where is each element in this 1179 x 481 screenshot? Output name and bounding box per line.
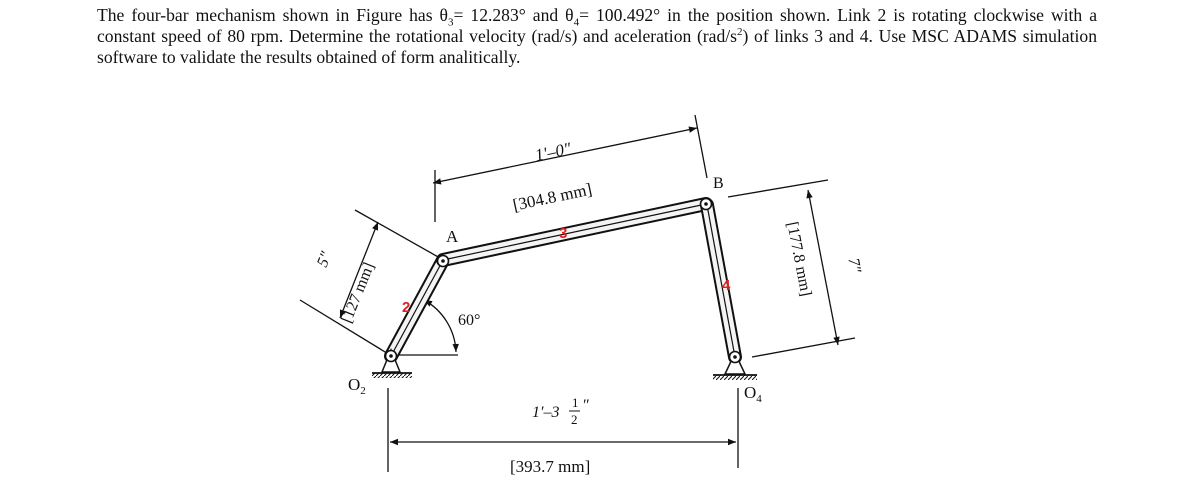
squared-superscript: 2 [737, 26, 743, 39]
pin-a [436, 254, 450, 268]
angle-indicator: 60° [392, 299, 480, 356]
pin-b [699, 197, 713, 211]
point-b-label: B [713, 175, 724, 192]
dim-link3-imperial: 1′–0″ [533, 139, 573, 165]
dim-link4-imperial: 7″ [844, 257, 864, 275]
extension-line-f [751, 337, 856, 358]
angle-arc [423, 299, 459, 353]
theta3-subscript: 3 [448, 16, 454, 29]
link3-number: 3 [559, 225, 567, 242]
pin-o2 [384, 349, 398, 363]
problem-text-2: = 12.283° and θ [453, 5, 574, 25]
problem-statement: The four-bar mechanism shown in Figure h… [97, 5, 1097, 68]
dimension-line-link4 [806, 189, 840, 346]
link-3 [436, 197, 713, 267]
dimension-ground: 1′–3 1 2 ″ [393.7 mm] [387, 388, 739, 476]
dim-ground-metric: [393.7 mm] [510, 457, 590, 476]
dimension-line-link3 [432, 126, 698, 185]
pin-o4 [728, 350, 742, 364]
pivot-o2-label: O2 [348, 375, 366, 397]
dimension-line-link2 [339, 221, 379, 319]
dim-link3-metric: [304.8 mm] [511, 179, 593, 214]
problem-text-3: = 100.492° in the position shown. Link 2… [97, 5, 1098, 46]
problem-text-1: The four-bar mechanism shown in Figure h… [97, 5, 448, 25]
dim-ground-imperial: 1′–3 [532, 404, 560, 421]
dim-ground-frac-num: 1 [572, 395, 579, 410]
dim-link2-imperial: 5″ [314, 249, 335, 269]
extension-line-c [299, 299, 396, 359]
dim-link2-metric: [127 mm] [338, 260, 378, 325]
dim-link4-metric: [177.8 mm] [783, 220, 814, 297]
dimension-link4: 7″ [177.8 mm] [727, 179, 864, 358]
link-2 [384, 255, 449, 363]
link2-number: 2 [402, 299, 410, 316]
point-a-label: A [446, 227, 459, 246]
extension-line-b [694, 114, 708, 179]
link4-number: 4 [722, 277, 731, 294]
angle-label: 60° [458, 312, 480, 329]
ground-pivot-o4 [713, 351, 757, 380]
link-4 [700, 198, 742, 364]
dimension-link2: 5″ [127 mm] [299, 209, 441, 359]
extension-line-d [354, 209, 441, 259]
dim-ground-imperial-inch: ″ [582, 397, 589, 414]
dim-ground-frac-den: 2 [571, 412, 578, 427]
problem-text-4: ) of links 3 and 4. Use MSC ADAMS simula… [97, 26, 1097, 67]
pivot-o4-label: O4 [744, 383, 762, 405]
theta4-subscript: 4 [573, 16, 580, 29]
extension-line-e [727, 179, 829, 198]
